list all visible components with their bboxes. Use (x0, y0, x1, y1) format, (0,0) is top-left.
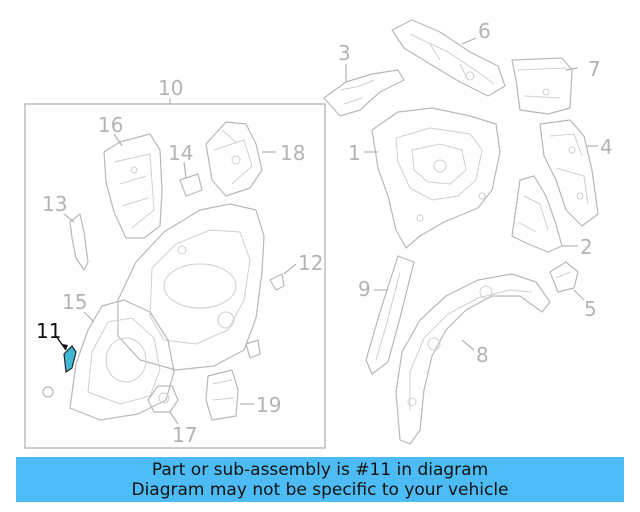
callout-1: 1 (348, 141, 361, 165)
callout-5: 5 (584, 297, 597, 321)
callout-8: 8 (476, 343, 489, 367)
part-11-highlighted-shape (55, 335, 77, 374)
part-15-shape (69, 299, 175, 421)
callout-18: 18 (280, 141, 305, 165)
callout-13: 13 (42, 192, 67, 216)
callout-3: 3 (338, 41, 351, 65)
part-2-shape (511, 175, 563, 253)
part-7-shape (511, 57, 573, 115)
part-8-shape (395, 273, 551, 445)
part-5-shape (549, 261, 579, 293)
callout-15: 15 (62, 290, 87, 314)
wheelhouse-assembly-shape (117, 203, 265, 371)
callout-9: 9 (358, 277, 371, 301)
callout-11: 11 (36, 319, 61, 343)
exploded-parts-diagram: 1 2 3 4 5 6 7 8 9 10 11 12 13 14 15 16 1… (24, 19, 613, 449)
banner-line-disclaimer: Diagram may not be specific to your vehi… (131, 480, 509, 500)
callout-16: 16 (98, 113, 123, 137)
part-4-shape (539, 119, 599, 227)
part-1-shape (371, 107, 501, 249)
part-16-shape (103, 133, 163, 239)
part-3-shape (323, 69, 405, 117)
part-6-shape (391, 19, 506, 97)
callout-6: 6 (478, 19, 491, 43)
part-9-shape (365, 255, 415, 375)
callout-4: 4 (600, 135, 613, 159)
callout-2: 2 (580, 235, 593, 259)
callout-14: 14 (168, 141, 193, 165)
callout-10: 10 (158, 76, 183, 100)
part-19-shape (205, 369, 239, 421)
part-13-shape (69, 213, 89, 271)
callout-7: 7 (588, 57, 601, 81)
callout-12: 12 (298, 251, 323, 275)
callout-19: 19 (256, 393, 281, 417)
callout-17: 17 (172, 423, 197, 447)
info-banner: Part or sub-assembly is #11 in diagram D… (16, 457, 624, 502)
part-12-shape (269, 273, 285, 291)
part-17-shape (147, 385, 179, 413)
sub-assembly-box (24, 103, 326, 449)
part-14-shape (179, 173, 203, 197)
part-18-shape (205, 121, 263, 197)
banner-line-part-number: Part or sub-assembly is #11 in diagram (151, 460, 489, 480)
